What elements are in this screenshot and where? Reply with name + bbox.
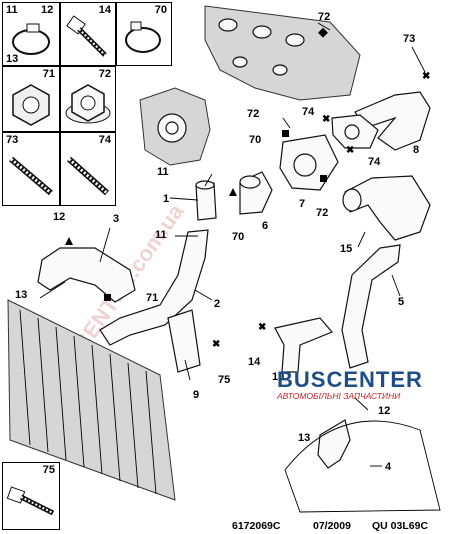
cell-num: 72 xyxy=(98,68,111,80)
hose-clamp-icon xyxy=(12,23,50,55)
callout-70: 70 xyxy=(249,134,261,146)
callout-13: 13 xyxy=(15,289,27,301)
cell-11-12: 11 12 13 xyxy=(2,2,60,66)
pipe-8 xyxy=(354,91,431,151)
throttle-body-7 xyxy=(279,134,339,191)
svg-text:✖: ✖ xyxy=(258,322,266,333)
svg-text:✖: ✖ xyxy=(422,71,430,82)
callout-3: 3 xyxy=(113,213,119,225)
callout-72b: 72 xyxy=(247,108,259,120)
pipe-5 xyxy=(341,244,401,369)
footer-ref: 6172069C xyxy=(232,520,281,532)
cell-num: 11 xyxy=(6,4,18,16)
vehicle-outline xyxy=(284,420,441,513)
bracket-10 xyxy=(274,317,333,373)
callout-4: 4 xyxy=(385,461,392,473)
leader-lines xyxy=(39,22,426,467)
callout-72c: 72 xyxy=(316,207,328,219)
bracket-9 xyxy=(167,309,201,373)
callout-72: 72 xyxy=(318,11,330,23)
svg-text:✖: ✖ xyxy=(346,145,354,156)
pipe-2 xyxy=(99,229,209,346)
hose-12-13 xyxy=(317,419,351,469)
callout-11: 11 xyxy=(157,166,169,178)
cell-num: 71 xyxy=(42,68,55,80)
brand-name: BUSCENTER xyxy=(277,367,423,392)
cell-num: 75 xyxy=(42,464,55,476)
callout-9: 9 xyxy=(193,389,199,401)
intercooler xyxy=(7,299,176,501)
footer-date: 07/2009 xyxy=(313,520,351,532)
callout-13b: 13 xyxy=(298,432,310,444)
cell-num: 13 xyxy=(6,53,19,65)
callout-numbers: 72 73 74 72 70 8 74 11 1 7 72 6 70 11 15… xyxy=(15,11,419,473)
callout-75: 75 xyxy=(218,374,230,386)
cell-73: 73 xyxy=(2,132,60,206)
cell-num: 74 xyxy=(98,134,111,146)
callout-8: 8 xyxy=(413,144,419,156)
turbocharger xyxy=(139,87,211,166)
bolt-icon xyxy=(66,15,107,57)
callout-70b: 70 xyxy=(232,231,244,243)
callout-11b: 11 xyxy=(155,229,167,241)
cell-num: 12 xyxy=(41,4,54,16)
nut-icon xyxy=(12,84,50,126)
callout-12: 12 xyxy=(53,211,65,223)
hose-6 xyxy=(239,171,273,215)
callout-7: 7 xyxy=(299,198,305,210)
brand-logo: BUSCENTER АВТОМОБІЛЬНІ ЗАПЧАСТИНИ xyxy=(277,367,423,401)
callout-2: 2 xyxy=(214,298,220,310)
stud-icon xyxy=(9,156,53,196)
flange-74 xyxy=(331,114,379,149)
callout-10: 10 xyxy=(272,371,284,383)
callout-5: 5 xyxy=(398,296,404,308)
cell-74: 74 xyxy=(60,132,116,206)
callout-6: 6 xyxy=(262,220,268,232)
cell-71: 71 xyxy=(2,66,60,132)
cell-70: 70 xyxy=(116,2,172,66)
hose-1 xyxy=(195,180,217,221)
cell-num: 14 xyxy=(98,4,111,16)
callout-12b: 12 xyxy=(378,405,390,417)
hose-3 xyxy=(37,247,136,303)
brand-subtitle: АВТОМОБІЛЬНІ ЗАПЧАСТИНИ xyxy=(277,391,401,401)
elbow-15 xyxy=(342,175,431,241)
cell-72: 72 xyxy=(60,66,116,132)
cell-num: 70 xyxy=(154,4,167,16)
callout-71: 71 xyxy=(146,292,158,304)
footer-code: QU 03L69C xyxy=(372,520,429,532)
svg-text:✖: ✖ xyxy=(322,114,330,125)
callout-73: 73 xyxy=(403,33,415,45)
callout-74b: 74 xyxy=(368,156,381,168)
cell-num: 73 xyxy=(6,134,19,146)
callout-1: 1 xyxy=(163,193,169,205)
callout-14: 14 xyxy=(248,356,261,368)
flange-nut-icon xyxy=(65,84,111,124)
callout-74: 74 xyxy=(302,106,315,118)
callout-15: 15 xyxy=(340,243,352,255)
stud-icon xyxy=(66,156,110,196)
cell-14: 14 xyxy=(60,2,116,66)
svg-text:✖: ✖ xyxy=(212,339,220,350)
intake-manifold xyxy=(204,5,361,101)
cell-75: 75 xyxy=(2,462,60,530)
bolt-icon xyxy=(6,486,55,516)
clamp-icon xyxy=(125,21,161,53)
